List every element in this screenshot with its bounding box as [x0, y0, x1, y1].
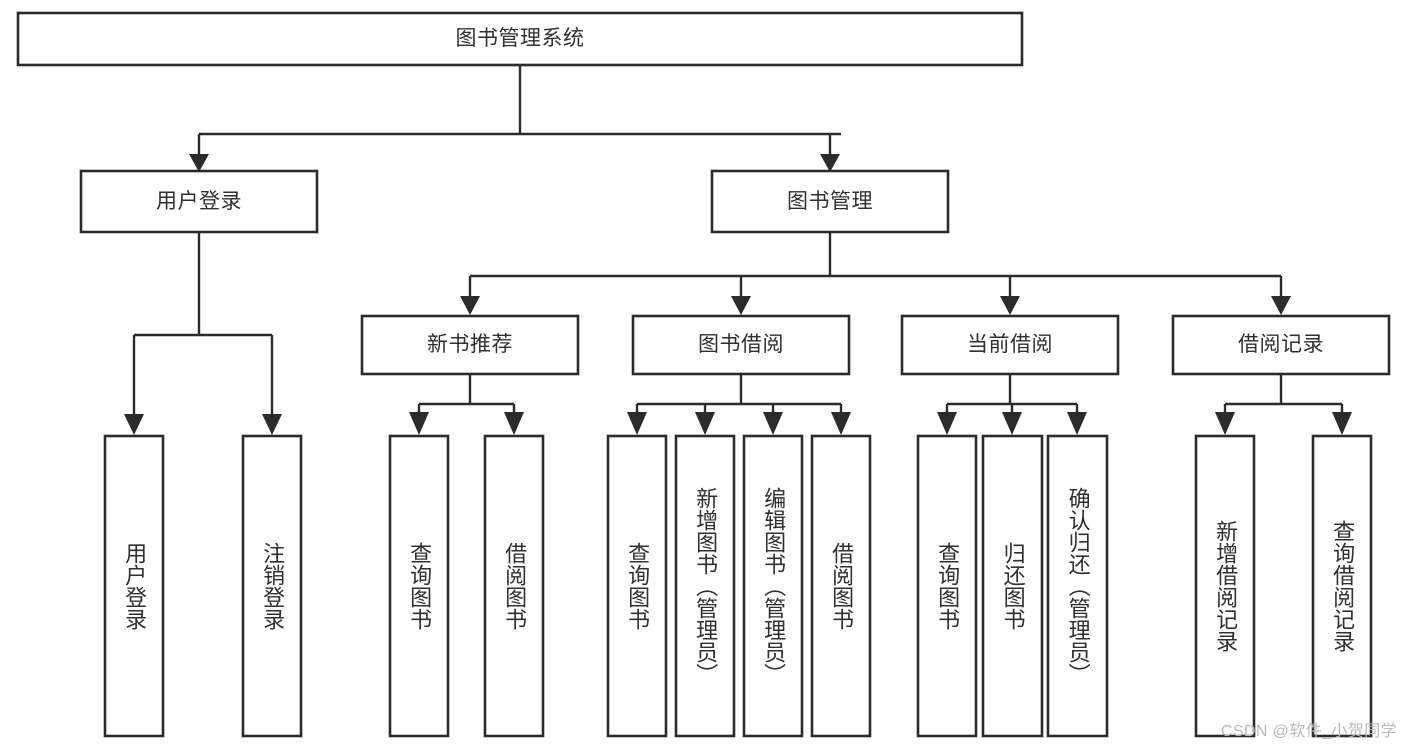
node-box-leaf-new-query[interactable] — [388, 434, 450, 738]
node-box-leaf-bor-add[interactable] — [674, 434, 736, 738]
arrow-head-to-book-borrow — [731, 296, 751, 315]
arrow-head-to-leaf-cur-query — [937, 412, 957, 435]
arrow-head-to-leaf-cur-confirm — [1067, 412, 1087, 435]
arrow-head-to-leaf-bor-add — [695, 412, 715, 435]
arrow-head-to-borrow-record — [1271, 296, 1291, 315]
node-box-leaf-bor-take[interactable] — [810, 434, 872, 738]
edge-new-book-trunk — [417, 374, 516, 418]
edge-group-user-login — [124, 232, 282, 435]
node-box-root[interactable] — [16, 11, 1024, 67]
edge-group-current-borrow — [937, 374, 1087, 435]
edge-current-borrow-trunk — [945, 374, 1079, 418]
node-box-leaf-rec-query[interactable] — [1311, 434, 1373, 738]
edge-group-new-book — [409, 374, 524, 435]
arrow-head-to-leaf-user-logout — [262, 414, 282, 435]
arrow-head-to-leaf-bor-query — [627, 412, 647, 435]
arrow-head-to-user-login — [189, 154, 209, 172]
edge-user-trunk — [132, 232, 274, 420]
node-box-current-borrow[interactable] — [900, 314, 1120, 376]
arrow-head-to-leaf-bor-edit — [763, 412, 783, 435]
node-box-leaf-cur-return[interactable] — [981, 434, 1044, 738]
node-box-leaf-user-login[interactable] — [103, 434, 165, 738]
node-box-leaf-cur-confirm[interactable] — [1046, 434, 1109, 738]
edge-book-trunk — [468, 232, 1283, 300]
node-box-book-borrow[interactable] — [631, 314, 851, 376]
arrow-head-to-leaf-rec-query — [1332, 412, 1352, 435]
arrow-head-to-current-borrow — [1000, 296, 1020, 315]
edge-book-borrow-trunk — [635, 374, 843, 418]
node-box-borrow-record[interactable] — [1171, 314, 1391, 376]
node-box-leaf-bor-query[interactable] — [606, 434, 668, 738]
arrow-head-to-leaf-bor-take — [831, 412, 851, 435]
node-box-leaf-new-borrow[interactable] — [483, 434, 545, 738]
edge-group-borrow-record — [1215, 374, 1352, 435]
edge-group-book-manage — [460, 232, 1291, 315]
node-box-leaf-rec-add[interactable] — [1194, 434, 1256, 738]
node-box-leaf-user-logout[interactable] — [241, 434, 303, 738]
arrow-head-to-leaf-new-borrow — [504, 412, 524, 435]
arrow-head-to-new-book — [460, 296, 480, 315]
arrow-head-to-leaf-user-login — [124, 414, 144, 435]
node-box-leaf-bor-edit[interactable] — [742, 434, 804, 738]
edge-group-root — [189, 65, 841, 172]
csdn-watermark: CSDN @软件_小贺同学 — [1220, 723, 1397, 740]
edge-root-trunk — [197, 65, 841, 158]
arrow-head-to-leaf-rec-add — [1215, 412, 1235, 435]
edge-group-book-borrow — [627, 374, 851, 435]
arrow-head-to-leaf-cur-return — [1002, 412, 1022, 435]
arrow-head-to-book-manage — [820, 154, 840, 172]
edge-borrow-record-trunk — [1223, 374, 1344, 418]
node-box-book-manage[interactable] — [710, 169, 950, 234]
node-box-new-book[interactable] — [360, 314, 580, 376]
arrow-head-to-leaf-new-query — [409, 412, 429, 435]
node-box-user-login[interactable] — [79, 169, 319, 234]
node-box-leaf-cur-query[interactable] — [916, 434, 978, 738]
